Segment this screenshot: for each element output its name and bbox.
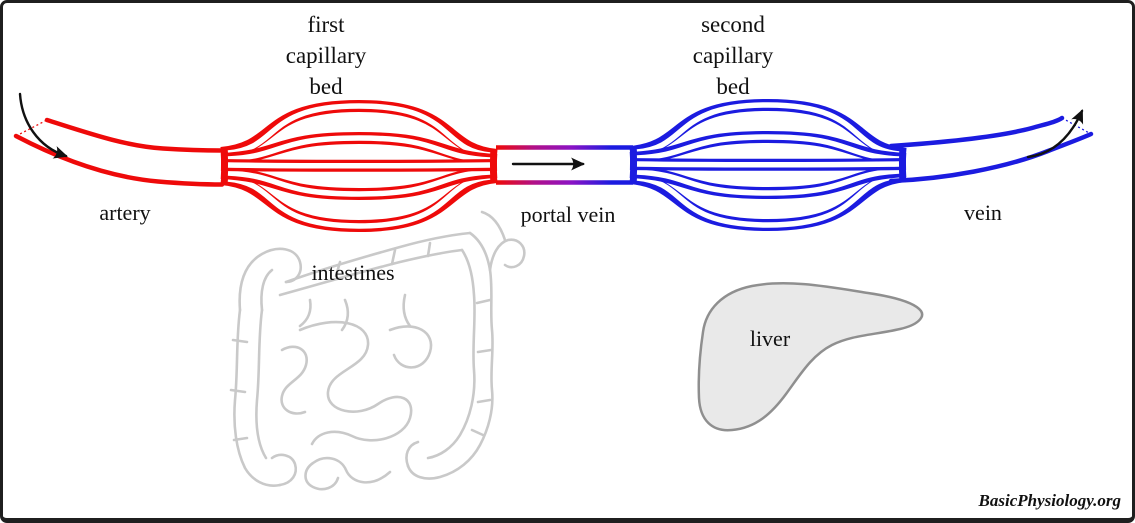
artery-vessel — [13, 117, 225, 187]
intestines-label: intestines — [311, 260, 395, 285]
watermark: BasicPhysiology.org — [978, 491, 1121, 510]
first-capillary-bed — [221, 106, 497, 226]
first-capillary-bed-title: first capillary bed — [285, 12, 367, 99]
liver-drawing — [697, 282, 924, 432]
second-capillary-bed — [630, 105, 906, 225]
inflow-arrow — [18, 92, 68, 159]
portal-vein-label: portal vein — [520, 202, 616, 227]
outflow-arrow — [1026, 109, 1084, 159]
vein-label: vein — [964, 200, 1002, 225]
portal-vein-vessel — [496, 145, 633, 185]
artery-label: artery — [99, 200, 151, 225]
vein-vessel — [888, 115, 1094, 184]
intestines-drawing — [229, 210, 526, 491]
second-capillary-bed-title: second capillary bed — [692, 12, 774, 99]
liver-label: liver — [749, 326, 791, 351]
